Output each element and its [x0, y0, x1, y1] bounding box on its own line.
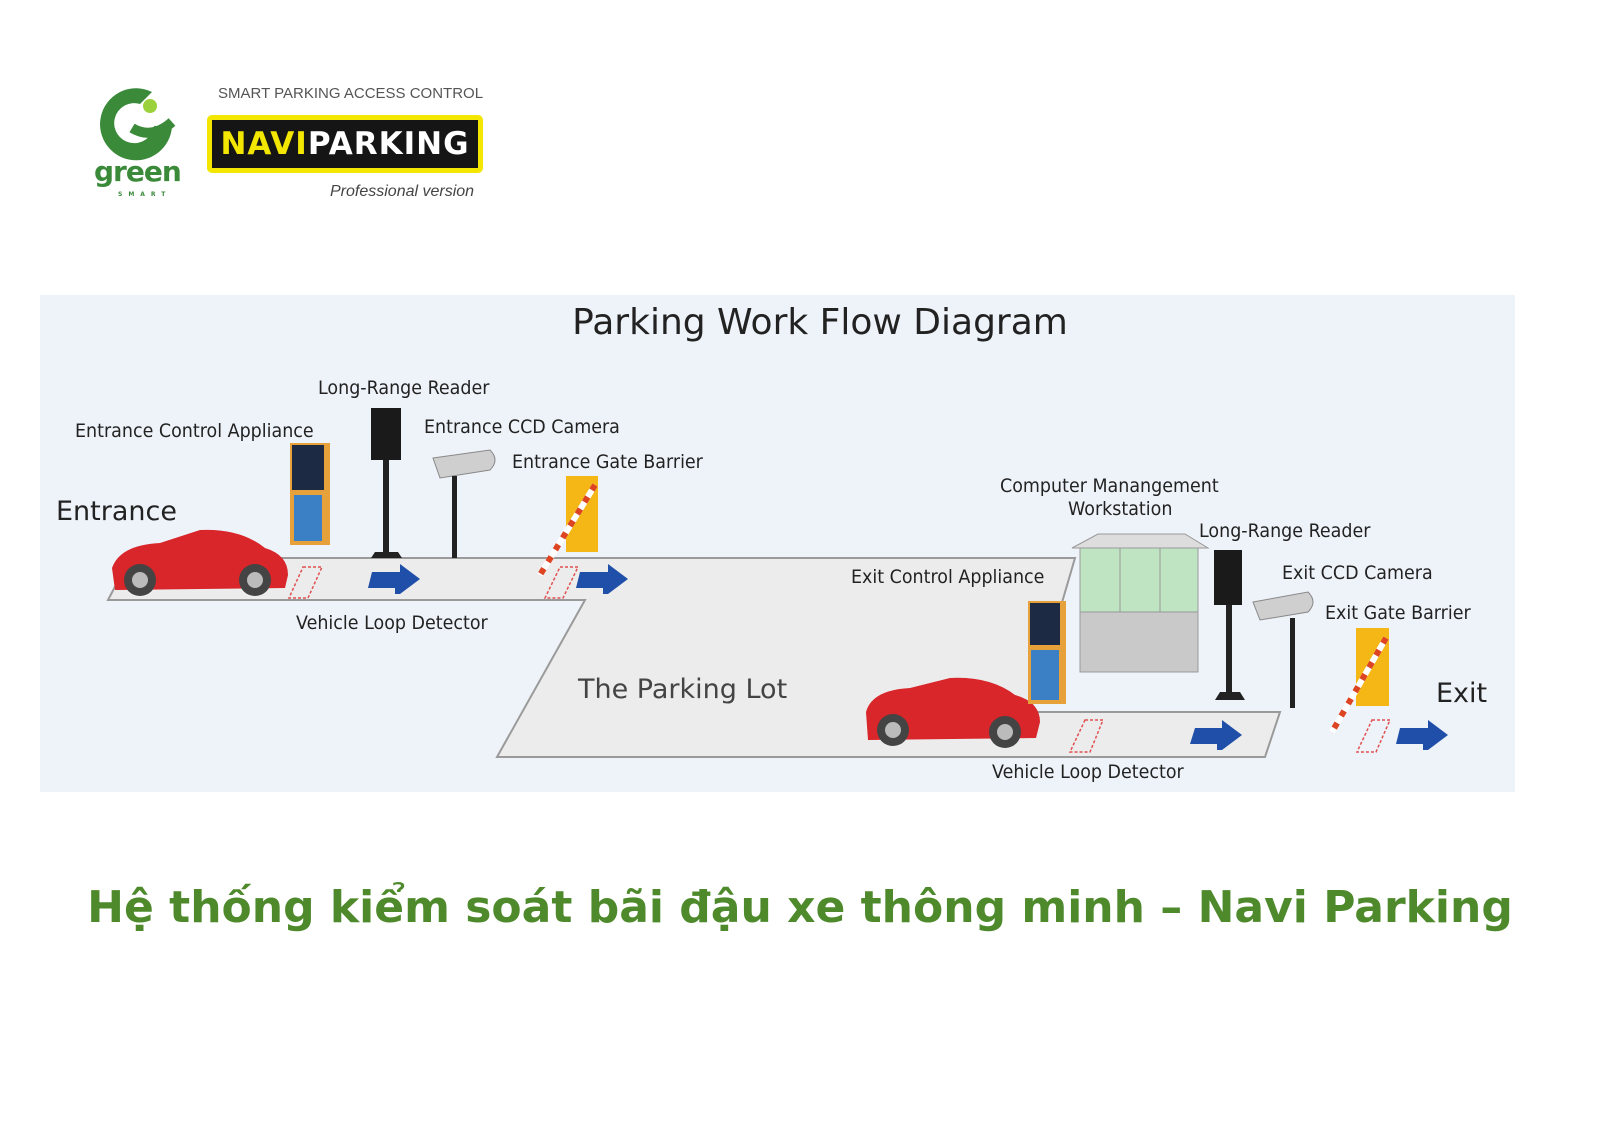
entrance-long-range-reader-icon: [371, 408, 402, 558]
exit-appliance-label: Exit Control Appliance: [851, 566, 1045, 588]
green-smart-logo-icon: [100, 88, 176, 161]
entrance-loop-detector-icon: [287, 566, 324, 599]
entrance-ccd-camera-icon: [432, 449, 496, 558]
logo-part-navi: NAVI: [220, 126, 308, 162]
entrance-car-icon: [112, 529, 288, 596]
entrance-barrier-label: Entrance Gate Barrier: [512, 451, 703, 473]
brand-logo-text: green: [94, 155, 182, 188]
workstation-label-line1: Computer Manangement: [1000, 475, 1219, 497]
entrance-label: Entrance: [56, 496, 177, 527]
exit-car-icon: [866, 677, 1040, 748]
brand-logo-subtext: SMART: [118, 191, 172, 198]
parking-lot-label: The Parking Lot: [578, 674, 788, 705]
computer-workstation-booth-icon: [1071, 533, 1210, 673]
exit-gate-loop-detector-icon: [1355, 719, 1392, 753]
exit-control-appliance-icon: [1028, 601, 1066, 704]
arrow-icon: [576, 564, 628, 594]
exit-ccd-camera-icon: [1252, 591, 1314, 708]
exit-long-range-reader-icon: [1214, 550, 1245, 700]
entrance-loop-label: Vehicle Loop Detector: [296, 612, 488, 634]
arrow-icon: [1396, 720, 1448, 750]
page-caption: Hệ thống kiểm soát bãi đậu xe thông minh…: [87, 882, 1513, 933]
entrance-gate-loop-detector-icon: [543, 566, 580, 599]
exit-camera-label: Exit CCD Camera: [1282, 562, 1433, 584]
entrance-camera-label: Entrance CCD Camera: [424, 416, 620, 438]
arrow-icon: [1190, 720, 1242, 750]
diagram-title: Parking Work Flow Diagram: [572, 302, 1068, 343]
exit-loop-label: Vehicle Loop Detector: [992, 761, 1184, 783]
exit-gate-barrier-icon: [1329, 628, 1389, 734]
version-label: Professional version: [330, 183, 475, 200]
workstation-label-line2: Workstation: [1068, 498, 1173, 520]
arrow-icon: [368, 564, 420, 594]
entrance-control-appliance-icon: [290, 443, 330, 545]
entrance-reader-label: Long-Range Reader: [318, 377, 490, 399]
exit-reader-label: Long-Range Reader: [1199, 520, 1371, 542]
exit-label: Exit: [1436, 678, 1488, 709]
tagline: SMART PARKING ACCESS CONTROL: [218, 85, 484, 102]
entrance-appliance-label: Entrance Control Appliance: [75, 420, 314, 442]
logo-part-parking: PARKING: [307, 126, 470, 162]
exit-loop-detector-icon: [1068, 719, 1105, 753]
entrance-gate-barrier-icon: [537, 476, 598, 577]
exit-barrier-label: Exit Gate Barrier: [1325, 602, 1471, 624]
